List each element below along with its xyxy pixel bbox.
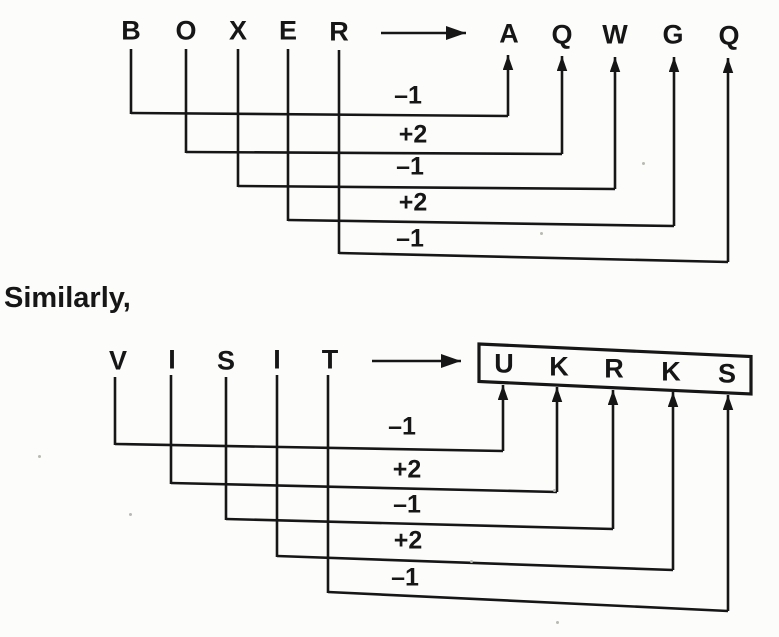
top-op-label-3: +2 (398, 188, 428, 217)
top-row-line-2 (237, 184, 616, 191)
bottom-op-label-1: +2 (392, 455, 422, 484)
bottom-op-label-4: –1 (391, 563, 419, 592)
bottom-source-letter-4: T (321, 344, 339, 375)
top-target-letter-1: Q (551, 19, 573, 50)
top-op-label-2: –1 (396, 152, 424, 181)
top-target-letter-0: A (499, 18, 519, 49)
top-source-letter-4: R (329, 16, 349, 47)
bottom-row-line-4 (327, 590, 729, 613)
top-row-line-4 (338, 251, 729, 264)
bottom-op-label-3: +2 (393, 526, 423, 555)
bottom-diagram-lines (113, 342, 753, 613)
bottom-row-line-1 (170, 481, 558, 494)
scan-speck (540, 232, 543, 235)
top-op-label-0: –1 (394, 81, 422, 110)
top-source-letter-3: E (278, 15, 298, 46)
bottom-target-letter-1: K (549, 351, 569, 382)
top-source-letter-0: B (121, 15, 141, 46)
scan-speck (642, 162, 645, 165)
bottom-target-letter-0: U (494, 348, 514, 379)
scan-speck (556, 621, 559, 624)
bottom-row-line-0 (114, 442, 504, 453)
top-row-line-0 (130, 111, 509, 118)
scan-speck (553, 489, 556, 492)
scan-speck (129, 513, 132, 516)
bottom-target-letter-3: K (661, 356, 681, 387)
top-op-label-4: –1 (396, 224, 424, 253)
bottom-row-line-2 (225, 517, 614, 531)
bottom-target-letter-4: S (717, 358, 737, 389)
scan-speck (470, 560, 473, 563)
similarly-label: Similarly, (4, 282, 131, 314)
bottom-row-line-3 (276, 554, 674, 572)
top-target-letter-2: W (602, 19, 628, 50)
top-source-letter-2: X (228, 15, 248, 46)
bottom-source-letter-3: I (273, 344, 281, 375)
bottom-op-label-0: –1 (388, 412, 416, 441)
top-target-letter-4: Q (718, 20, 740, 51)
result-box (477, 342, 753, 396)
bottom-source-letter-0: V (108, 345, 128, 376)
top-source-letter-1: O (175, 15, 197, 46)
top-target-letter-3: G (662, 19, 684, 50)
bottom-source-letter-2: S (216, 345, 236, 376)
bottom-source-letter-1: I (168, 344, 176, 375)
top-diagram-lines (129, 26, 734, 264)
bottom-target-letter-2: R (604, 353, 624, 384)
top-row-line-1 (185, 150, 563, 156)
bottom-op-label-2: –1 (393, 490, 421, 519)
scan-speck (38, 455, 41, 458)
top-op-label-1: +2 (398, 120, 428, 149)
top-row-line-3 (287, 218, 675, 228)
